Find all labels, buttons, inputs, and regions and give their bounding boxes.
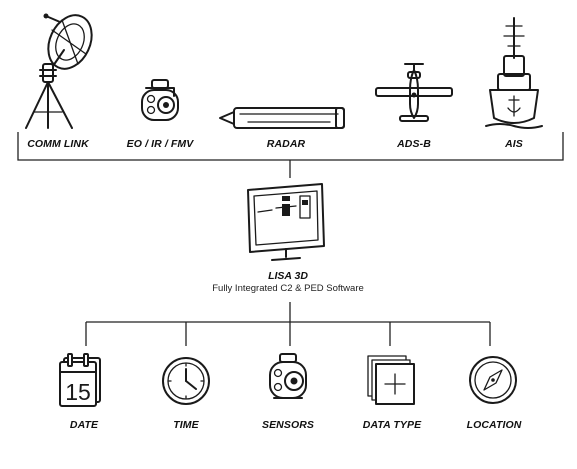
output-label-time: TIME xyxy=(173,419,199,431)
output-label-date: DATE xyxy=(69,419,99,431)
satellite-dish-icon xyxy=(25,13,93,129)
bottom-tree-connector xyxy=(85,302,491,346)
stacked-pages-icon xyxy=(367,355,415,405)
center-subtitle: Fully Integrated C2 & PED Software xyxy=(212,283,364,294)
center-title: LISA 3D xyxy=(268,270,308,282)
gimbal-camera-icon xyxy=(141,79,179,121)
source-label-comm-link: COMM LINK xyxy=(27,138,89,150)
source-label-radar: RADAR xyxy=(266,138,306,150)
calendar-day-text: 15 xyxy=(65,379,91,405)
gimbal-camera-icon xyxy=(269,353,307,399)
source-label-ads-b: ADS-B xyxy=(397,138,431,150)
output-label-location: LOCATION xyxy=(466,419,522,431)
airplane-icon xyxy=(375,63,453,122)
output-label-data-type: DATA TYPE xyxy=(362,419,422,431)
calendar-icon: 15 xyxy=(59,353,101,407)
clock-icon xyxy=(162,357,210,405)
compass-icon xyxy=(469,356,517,404)
monitor-icon xyxy=(247,183,325,261)
ship-icon xyxy=(485,17,543,129)
radar-array-icon xyxy=(219,107,345,129)
top-bracket-connector xyxy=(17,132,564,178)
source-label-ais: AIS xyxy=(505,138,523,150)
output-label-sensors: SENSORS xyxy=(261,419,315,431)
source-label-eo-ir-fmv: EO / IR / FMV xyxy=(126,138,194,150)
